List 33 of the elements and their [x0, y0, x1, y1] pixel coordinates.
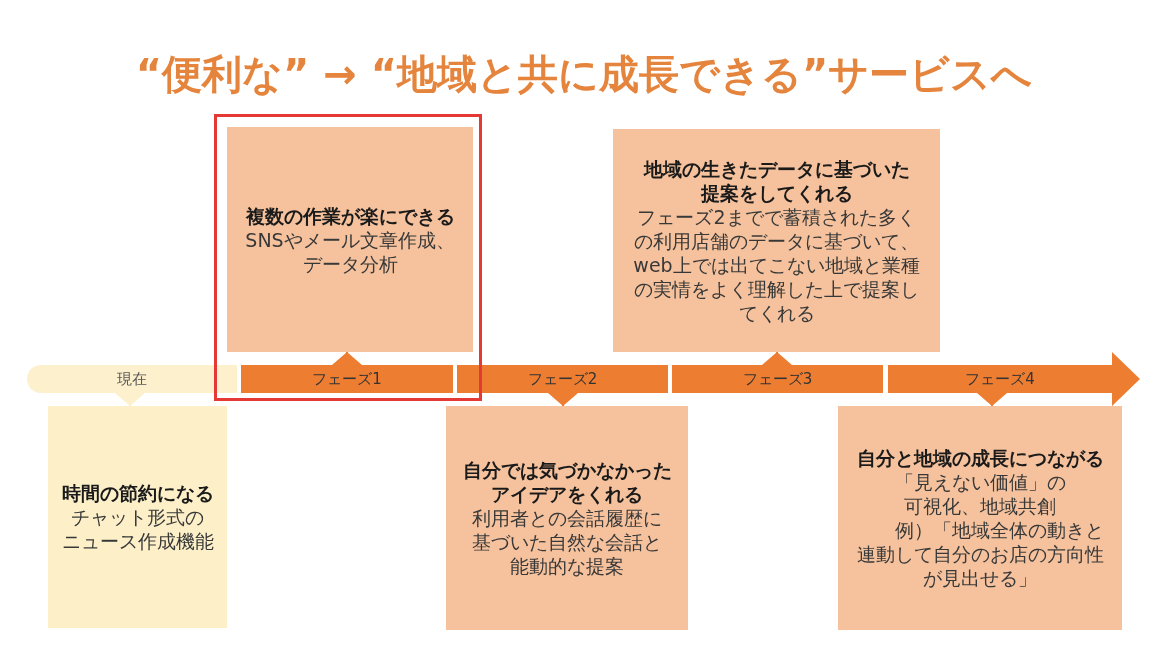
- phase-label: フェーズ2: [526, 369, 599, 390]
- card-heading: 時間の節約になる: [60, 481, 215, 505]
- pointer-arrow: [332, 351, 362, 366]
- pointer-arrow: [977, 392, 1007, 407]
- description-card: [838, 406, 1122, 630]
- description-card: [446, 406, 688, 630]
- phase-label: フェーズ4: [964, 369, 1036, 390]
- highlight-frame: [214, 114, 482, 401]
- card-text: 例）「地域全体の動きと連動して自分のお店の方向性が見出せる」: [855, 518, 1105, 590]
- card-text: 「見えない価値」の可視化、地域共創: [893, 470, 1067, 518]
- timeline-arrow-segment: [888, 352, 1140, 406]
- pointer-arrow: [548, 392, 578, 407]
- timeline-segment: [457, 365, 668, 393]
- card-text: フェーズ2までで蓄積された多くの利用店舗のデータに基づいて、web上では出てこない地域と業種の実情をよく理解した上で提案してくれる: [632, 204, 921, 325]
- card-heading: 複数の作業が楽にできる: [244, 203, 456, 228]
- description-card: [48, 406, 227, 628]
- pointer-arrow: [762, 351, 792, 366]
- card-heading: 自分では気づかなかったアイデアをくれる: [461, 458, 673, 506]
- timeline-segment: [27, 365, 237, 393]
- timeline-segment: [672, 365, 883, 393]
- card-heading: 自分と地域の成長につながる: [855, 446, 1105, 470]
- phase-label: フェーズ3: [741, 369, 814, 390]
- card-text: チャット形式のニュース作成機能: [60, 505, 215, 553]
- pointer-arrow: [115, 392, 145, 407]
- card-text: 利用者との会話履歴に基づいた自然な会話と能動的な提案: [471, 506, 663, 578]
- description-card: [227, 127, 473, 352]
- phase-label: フェーズ1: [311, 369, 383, 390]
- description-card: [613, 129, 940, 352]
- card-text: SNSやメール文章作成、データ分析: [244, 227, 456, 276]
- timeline-segment: [241, 365, 453, 393]
- phase-label: 現在: [116, 369, 148, 390]
- title: “便利な” → “地域と共に成長できる”サービスへ: [135, 50, 1033, 99]
- card-heading: 地域の生きたデータに基づいた提案をしてくれる: [642, 156, 911, 205]
